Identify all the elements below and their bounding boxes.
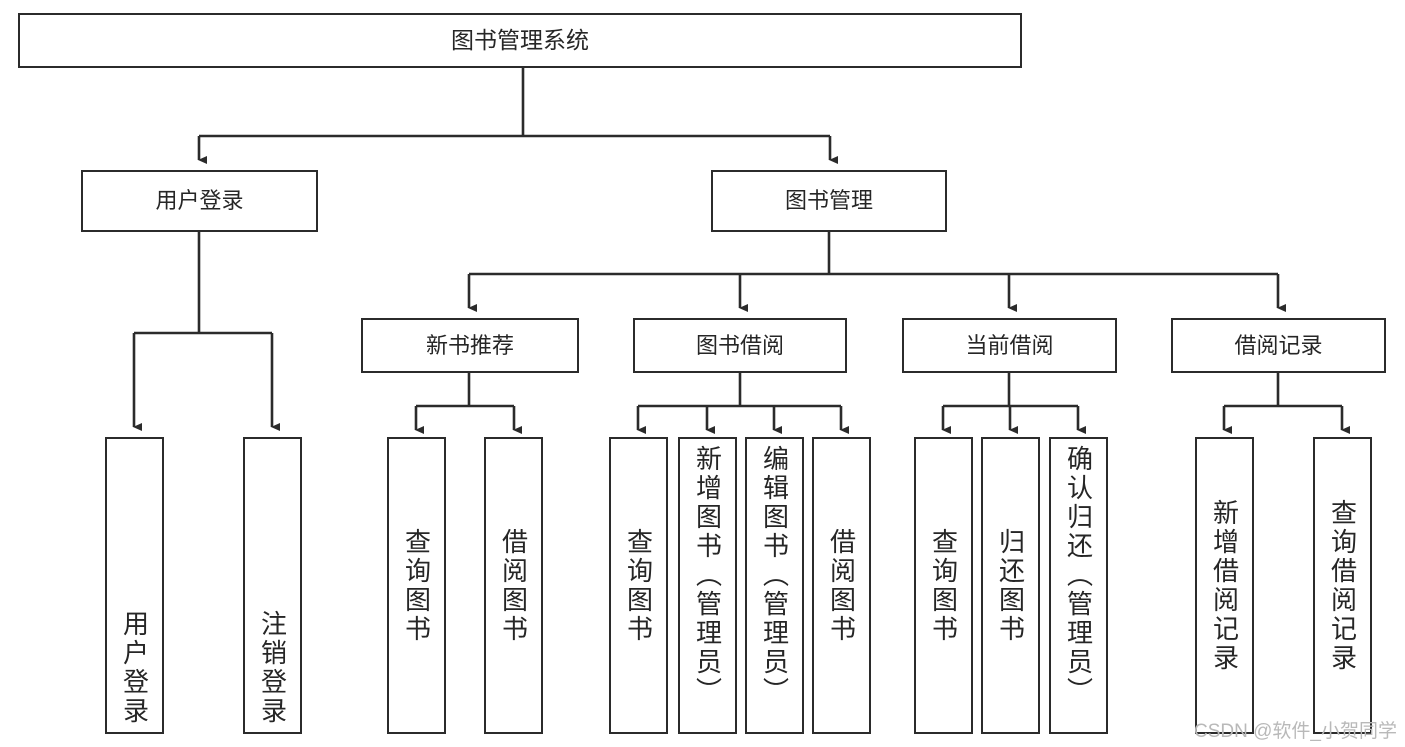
node-leaf-query-book-1-label: 查询图书 — [401, 527, 432, 644]
node-leaf-logout[interactable]: 注销登录 — [243, 437, 302, 734]
csdn-watermark: CSDN @软件_小贺同学 — [1194, 721, 1397, 742]
node-book-management[interactable]: 图书管理 — [711, 170, 947, 232]
node-current-borrow[interactable]: 当前借阅 — [902, 318, 1117, 373]
node-leaf-return-book[interactable]: 归还图书 — [981, 437, 1040, 734]
node-user-login-label: 用户登录 — [155, 188, 244, 214]
node-root-label: 图书管理系统 — [451, 26, 589, 53]
node-leaf-add-book-label: 新增图书（管理员） — [692, 445, 723, 706]
node-leaf-query-book-1[interactable]: 查询图书 — [387, 437, 446, 734]
node-new-book-recommend-label: 新书推荐 — [425, 332, 514, 358]
node-leaf-user-login-label: 用户登录 — [119, 610, 150, 726]
node-leaf-query-book-3-label: 查询图书 — [928, 527, 959, 644]
node-current-borrow-label: 当前借阅 — [965, 332, 1054, 358]
node-leaf-add-book[interactable]: 新增图书（管理员） — [678, 437, 737, 734]
node-leaf-query-record-label: 查询借阅记录 — [1327, 498, 1358, 673]
node-leaf-user-login[interactable]: 用户登录 — [105, 437, 164, 734]
node-leaf-borrow-book-2-label: 借阅图书 — [826, 527, 857, 644]
node-leaf-query-book-3[interactable]: 查询图书 — [914, 437, 973, 734]
node-leaf-logout-label: 注销登录 — [257, 610, 288, 726]
node-leaf-edit-book-label: 编辑图书（管理员） — [759, 445, 790, 706]
node-leaf-confirm-return[interactable]: 确认归还（管理员） — [1049, 437, 1108, 734]
node-leaf-query-record[interactable]: 查询借阅记录 — [1313, 437, 1372, 734]
node-root[interactable]: 图书管理系统 — [18, 13, 1022, 68]
node-leaf-add-record[interactable]: 新增借阅记录 — [1195, 437, 1254, 734]
node-leaf-borrow-book-2[interactable]: 借阅图书 — [812, 437, 871, 734]
node-user-login[interactable]: 用户登录 — [81, 170, 318, 232]
node-leaf-confirm-return-label: 确认归还（管理员） — [1063, 445, 1094, 706]
node-leaf-edit-book[interactable]: 编辑图书（管理员） — [745, 437, 804, 734]
node-borrow-record[interactable]: 借阅记录 — [1171, 318, 1386, 373]
node-leaf-borrow-book-1-label: 借阅图书 — [498, 527, 529, 644]
node-book-management-label: 图书管理 — [784, 188, 873, 214]
node-leaf-query-book-2[interactable]: 查询图书 — [609, 437, 668, 734]
node-leaf-borrow-book-1[interactable]: 借阅图书 — [484, 437, 543, 734]
node-book-borrow[interactable]: 图书借阅 — [633, 318, 847, 373]
node-leaf-return-book-label: 归还图书 — [995, 527, 1026, 644]
node-leaf-query-book-2-label: 查询图书 — [623, 527, 654, 644]
node-new-book-recommend[interactable]: 新书推荐 — [361, 318, 579, 373]
node-leaf-add-record-label: 新增借阅记录 — [1209, 498, 1240, 673]
node-book-borrow-label: 图书借阅 — [695, 332, 784, 358]
node-borrow-record-label: 借阅记录 — [1234, 332, 1323, 358]
